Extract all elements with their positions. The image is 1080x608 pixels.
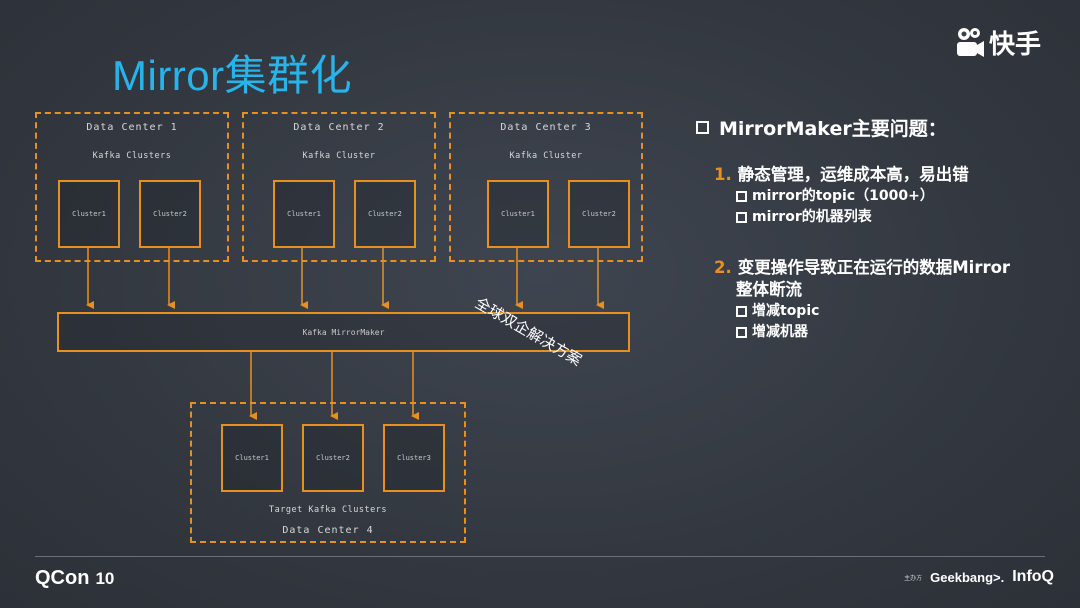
data-center-title: Data Center 4 — [282, 525, 374, 536]
data-center-2: Data Center 2 Kafka Cluster Cluster1 Clu… — [242, 112, 436, 262]
cluster-box: Cluster3 — [383, 424, 445, 492]
data-center-title: Data Center 2 — [293, 122, 385, 133]
sub-item: mirror的topic（1000+） — [714, 186, 1054, 207]
point-number: 1. — [714, 165, 732, 184]
sub-item: 增减topic — [714, 301, 1054, 322]
point-text: 静态管理，运维成本高，易出错 — [737, 165, 969, 184]
checkbox-square-icon — [736, 191, 747, 202]
checkbox-square-icon — [736, 306, 747, 317]
kuaishou-logo-icon — [957, 28, 984, 57]
cluster-box: Cluster2 — [354, 180, 416, 248]
checkbox-square-icon — [736, 212, 747, 223]
geekbang-logo: Geekbang>. — [930, 569, 1005, 585]
issues-panel: MirrorMaker主要问题： 1. 静态管理，运维成本高，易出错 mirror… — [696, 114, 1066, 340]
slide-title: Mirror集群化 — [112, 52, 353, 99]
cluster-box: Cluster2 — [302, 424, 364, 492]
data-center-4: Cluster1 Cluster2 Cluster3 Target Kafka … — [190, 402, 466, 543]
data-center-title: Data Center 3 — [500, 122, 592, 133]
sponsor-logos: 主办方 Geekbang>. InfoQ — [904, 568, 1054, 586]
point-text-continued: 整体断流 — [736, 280, 802, 299]
point-number: 2. — [714, 258, 732, 277]
brand-logo: 快手 — [955, 24, 1041, 60]
issue-point-1: 1. 静态管理，运维成本高，易出错 mirror的topic（1000+） mir… — [714, 164, 1054, 228]
sub-item: 增减机器 — [714, 322, 1054, 343]
data-center-subtitle: Kafka Clusters — [92, 151, 172, 161]
panel-heading: MirrorMaker主要问题： — [696, 114, 1066, 141]
mirror-maker-box: Kafka MirrorMaker — [57, 312, 630, 352]
data-center-subtitle: Kafka Cluster — [302, 151, 376, 161]
data-center-1: Data Center 1 Kafka Clusters Cluster1 Cl… — [35, 112, 229, 262]
cluster-box: Cluster1 — [487, 180, 549, 248]
infoq-logo: InfoQ — [1012, 568, 1054, 585]
sponsor-label: 主办方 — [904, 574, 923, 582]
data-center-subtitle: Kafka Cluster — [509, 151, 583, 161]
issue-point-2: 2. 变更操作导致正在运行的数据Mirror 整体断流 增减topic 增减机器 — [714, 257, 1054, 343]
brand-name: 快手 — [989, 29, 1042, 60]
point-text: 变更操作导致正在运行的数据Mirror — [737, 258, 1011, 277]
mirror-maker-label: Kafka MirrorMaker — [302, 327, 385, 337]
qcon-10-badge: 10 — [95, 568, 115, 588]
sub-item: mirror的机器列表 — [714, 207, 1054, 228]
cluster-box: Cluster2 — [139, 180, 201, 248]
checkbox-square-icon — [736, 327, 747, 338]
checkbox-square-icon — [696, 121, 709, 134]
data-center-title: Data Center 1 — [86, 122, 178, 133]
footer-divider — [35, 556, 1045, 557]
data-center-subtitle: Target Kafka Clusters — [269, 505, 387, 515]
cluster-box: Cluster1 — [273, 180, 335, 248]
data-center-3: Data Center 3 Kafka Cluster Cluster1 Clu… — [449, 112, 643, 262]
cluster-box: Cluster2 — [568, 180, 630, 248]
qcon-logo: QCon 10 — [35, 567, 115, 589]
cluster-box: Cluster1 — [221, 424, 283, 492]
cluster-box: Cluster1 — [58, 180, 120, 248]
